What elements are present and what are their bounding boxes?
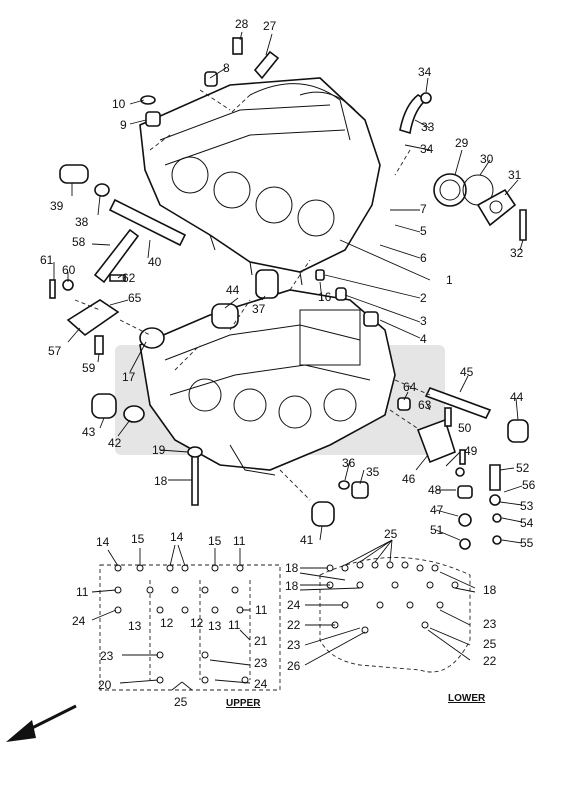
- callout-15: 15: [208, 534, 222, 548]
- callout-26: 26: [287, 659, 301, 673]
- callout-34: 34: [420, 142, 434, 156]
- lower-caption: LOWER: [448, 693, 486, 704]
- callout-61: 61: [40, 253, 54, 267]
- callout-4: 4: [420, 332, 427, 346]
- callout-65: 65: [128, 291, 142, 305]
- callout-18: 18: [285, 579, 299, 593]
- callout-18: 18: [483, 583, 497, 597]
- callout-60: 60: [62, 263, 76, 277]
- callout-57: 57: [48, 344, 62, 358]
- callout-48: 48: [428, 483, 442, 497]
- callout-59: 59: [82, 361, 96, 375]
- callout-16: 16: [318, 290, 332, 304]
- lower-crankcase: [139, 289, 396, 476]
- callout-44: 44: [226, 283, 240, 297]
- callout-12: 12: [160, 616, 174, 630]
- callout-28: 28: [235, 17, 249, 31]
- callout-1: 1: [446, 273, 453, 287]
- callout-10: 10: [112, 97, 126, 111]
- callout-37: 37: [252, 302, 266, 316]
- callout-34: 34: [418, 65, 432, 79]
- callout-62: 62: [122, 271, 136, 285]
- callout-25: 25: [483, 637, 497, 651]
- callout-55: 55: [520, 536, 534, 550]
- callout-43: 43: [82, 425, 96, 439]
- callout-5: 5: [420, 224, 427, 238]
- callout-14: 14: [170, 530, 184, 544]
- callout-11: 11: [76, 585, 89, 599]
- callout-18: 18: [285, 561, 299, 575]
- callout-56: 56: [522, 478, 536, 492]
- callout-2: 2: [420, 291, 427, 305]
- callout-23: 23: [287, 638, 301, 652]
- callout-17: 17: [122, 370, 136, 384]
- callout-13: 13: [208, 619, 222, 633]
- callout-23: 23: [483, 617, 497, 631]
- callout-44: 44: [510, 390, 524, 404]
- callout-27: 27: [263, 19, 277, 33]
- callout-14: 14: [96, 535, 110, 549]
- callout-19: 19: [152, 443, 166, 457]
- callout-39: 39: [50, 199, 64, 213]
- small-parts: [49, 37, 529, 550]
- callout-numbers: 28 27 8 34 10 9 33 34 29 30 31 39 38 7 5…: [40, 17, 536, 709]
- callout-40: 40: [148, 255, 162, 269]
- callout-30: 30: [480, 152, 494, 166]
- leader-lines: [53, 31, 524, 544]
- callout-25: 25: [174, 695, 188, 709]
- callout-22: 22: [287, 618, 301, 632]
- callout-49: 49: [464, 444, 478, 458]
- callout-54: 54: [520, 516, 534, 530]
- callout-9: 9: [120, 118, 127, 132]
- callout-11: 11: [228, 618, 241, 632]
- callout-45: 45: [460, 365, 474, 379]
- callout-47: 47: [430, 503, 444, 517]
- front-arrow-icon: [6, 704, 77, 742]
- callout-33: 33: [421, 120, 435, 134]
- callout-11: 11: [233, 534, 246, 548]
- callout-38: 38: [75, 215, 89, 229]
- callout-3: 3: [420, 314, 427, 328]
- callout-11: 11: [255, 603, 268, 617]
- callout-6: 6: [420, 251, 427, 265]
- callout-24: 24: [72, 614, 86, 628]
- callout-20: 20: [98, 678, 112, 692]
- callout-46: 46: [402, 472, 416, 486]
- callout-29: 29: [455, 136, 469, 150]
- upper-crankcase: [139, 77, 381, 286]
- callout-41: 41: [300, 533, 314, 547]
- callout-31: 31: [508, 168, 522, 182]
- callout-25: 25: [384, 527, 398, 541]
- callout-53: 53: [520, 499, 534, 513]
- callout-13: 13: [128, 619, 142, 633]
- upper-bolt-pattern: UPPER: [91, 544, 281, 709]
- callout-21: 21: [254, 634, 268, 648]
- callout-32: 32: [510, 246, 524, 260]
- callout-35: 35: [366, 465, 380, 479]
- callout-8: 8: [223, 61, 230, 75]
- callout-15: 15: [131, 532, 145, 546]
- callout-18: 18: [154, 474, 168, 488]
- callout-58: 58: [72, 235, 86, 249]
- callout-63: 63: [418, 398, 432, 412]
- callout-24: 24: [287, 598, 301, 612]
- callout-52: 52: [516, 461, 530, 475]
- callout-36: 36: [342, 456, 356, 470]
- callout-7: 7: [420, 202, 427, 216]
- callout-23: 23: [100, 649, 114, 663]
- callout-12: 12: [190, 616, 204, 630]
- callout-50: 50: [458, 421, 472, 435]
- lower-bolt-pattern: LOWER: [299, 539, 486, 704]
- callout-23: 23: [254, 656, 268, 670]
- callout-42: 42: [108, 436, 122, 450]
- callout-22: 22: [483, 654, 497, 668]
- callout-51: 51: [430, 523, 444, 537]
- callout-64: 64: [403, 380, 417, 394]
- callout-24: 24: [254, 677, 268, 691]
- upper-caption: UPPER: [226, 698, 261, 709]
